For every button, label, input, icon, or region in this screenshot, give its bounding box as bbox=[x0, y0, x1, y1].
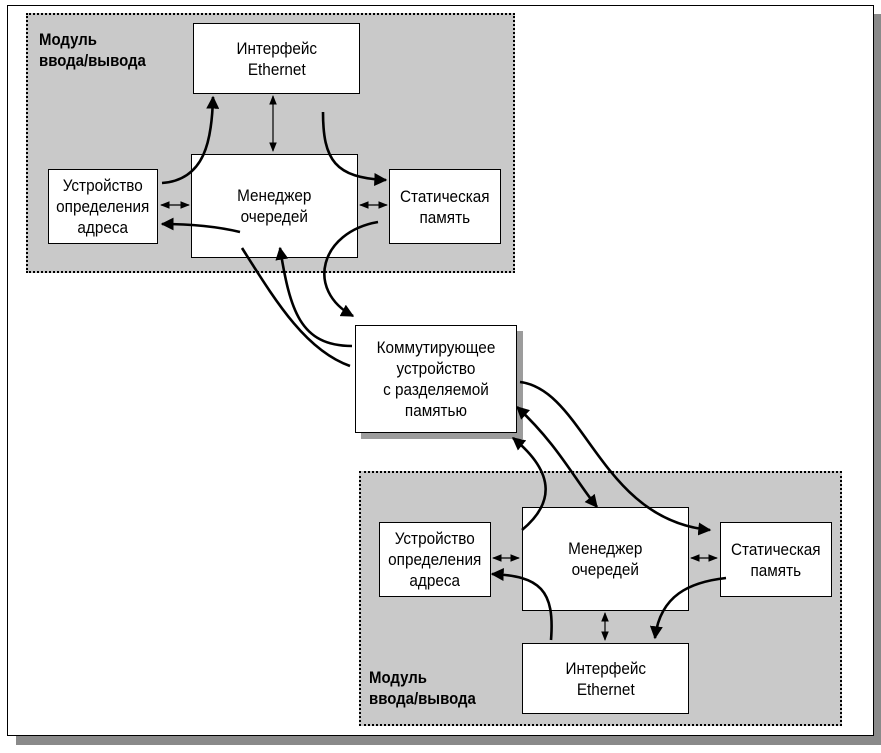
block-label-line: определения bbox=[56, 197, 150, 216]
bottom-manager-to-switch-arrow bbox=[511, 436, 547, 531]
top-ethernet-to-static-arrow bbox=[321, 111, 388, 187]
block-label-line: Ethernet bbox=[576, 679, 635, 699]
switch-to-bottom-static-arrow bbox=[519, 380, 712, 536]
block-label-line: Интерфейс bbox=[565, 658, 646, 678]
block-label-line: память bbox=[419, 207, 471, 227]
module-label-line: ввода/вывода bbox=[369, 689, 476, 708]
block-label-line: память bbox=[750, 560, 802, 580]
io-module-bottom-label: Модуль ввода/вывода bbox=[369, 667, 476, 709]
block-label-line: с разделяемой bbox=[383, 380, 489, 399]
top-manager-to-switch-curve bbox=[240, 247, 351, 368]
block-label-line: Устройство bbox=[394, 529, 476, 548]
block-label-line: памятью bbox=[404, 401, 468, 420]
block-label-line: Статическая bbox=[731, 539, 821, 559]
block-label-line: очередей bbox=[240, 207, 309, 226]
block-label-line: Менеджер bbox=[568, 539, 643, 558]
switch-bottom-manager-arrow bbox=[516, 406, 599, 509]
top-static-memory-block: Статическая память bbox=[389, 169, 501, 244]
bottom-queue-manager-block: Менеджер очередей bbox=[522, 507, 689, 611]
module-label-line: Модуль bbox=[39, 30, 97, 49]
block-label-line: очередей bbox=[571, 560, 640, 579]
top-queue-manager-block: Менеджер очередей bbox=[191, 154, 358, 258]
block-label-line: Менеджер bbox=[237, 186, 312, 205]
io-module-top-label: Модуль ввода/вывода bbox=[39, 29, 146, 71]
block-label-line: Ethernet bbox=[247, 59, 306, 79]
bottom-static-to-ethernet-arrow bbox=[649, 576, 727, 640]
top-static-to-switch-arrow bbox=[323, 220, 379, 318]
top-ethernet-interface-block: Интерфейс Ethernet bbox=[193, 23, 360, 94]
bottom-static-memory-block: Статическая память bbox=[720, 522, 832, 597]
block-label-line: Интерфейс bbox=[236, 38, 317, 58]
block-label-line: Статическая bbox=[400, 186, 490, 206]
top-address-to-ethernet-arrow bbox=[161, 95, 220, 185]
block-label-line: Коммутирующее bbox=[376, 338, 496, 357]
block-label-line: Устройство bbox=[62, 176, 144, 195]
bottom-ethernet-interface-block: Интерфейс Ethernet bbox=[522, 643, 689, 714]
shared-memory-switch-block: Коммутирующее устройство с разделяемой п… bbox=[355, 325, 517, 433]
module-label-line: Модуль bbox=[369, 668, 427, 687]
block-label-line: устройство bbox=[396, 359, 476, 378]
block-label-line: адреса bbox=[77, 218, 129, 237]
block-label-line: определения bbox=[388, 550, 482, 569]
top-address-resolution-block: Устройство определения адреса bbox=[48, 169, 158, 244]
bottom-ethernet-to-address-arrow bbox=[490, 567, 553, 641]
top-manager-to-address-arrow bbox=[160, 217, 241, 234]
switch-to-top-manager-arrow bbox=[275, 246, 353, 348]
module-label-line: ввода/вывода bbox=[39, 51, 146, 70]
block-label-line: адреса bbox=[409, 571, 461, 590]
bottom-address-resolution-block: Устройство определения адреса bbox=[379, 522, 491, 597]
